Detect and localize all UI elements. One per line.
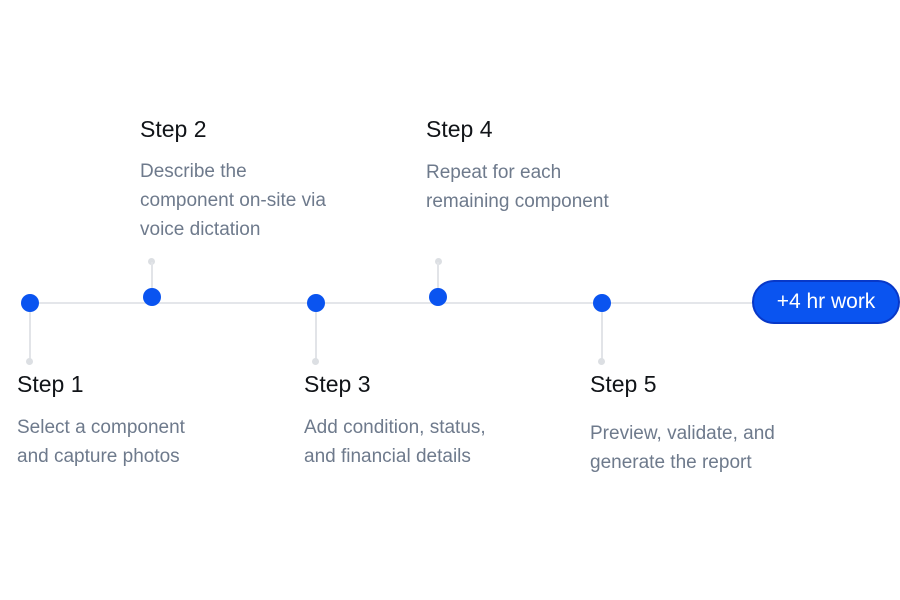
step-5-description: Preview, validate, and generate the repo… xyxy=(590,423,775,473)
step-5-node xyxy=(593,294,611,312)
step-3-node xyxy=(307,294,325,312)
step-5-connector xyxy=(601,310,603,362)
step-2-connector xyxy=(151,262,153,290)
step-4-description: Repeat for each remaining component xyxy=(426,162,609,212)
step-3-connector xyxy=(315,310,317,362)
step-3-description: Add condition, status, and financial det… xyxy=(304,417,486,467)
step-1-connector xyxy=(29,310,31,362)
step-2-description: Describe the component on-site via voice… xyxy=(140,161,326,240)
step-3-connector-end xyxy=(312,358,319,365)
timeline-line xyxy=(30,302,790,304)
step-2-title: Step 2 xyxy=(140,116,207,142)
step-1-title: Step 1 xyxy=(17,371,84,397)
step-4-title: Step 4 xyxy=(426,116,493,142)
step-4-connector-end xyxy=(435,258,442,265)
step-1-description: Select a component and capture photos xyxy=(17,417,185,467)
step-3-title: Step 3 xyxy=(304,371,371,397)
extra-work-badge: +4 hr work xyxy=(752,280,900,324)
step-4-connector xyxy=(437,262,439,290)
step-1-connector-end xyxy=(26,358,33,365)
step-5-connector-end xyxy=(598,358,605,365)
step-2-connector-end xyxy=(148,258,155,265)
step-5-title: Step 5 xyxy=(590,371,657,397)
step-2-node xyxy=(143,288,161,306)
step-4-node xyxy=(429,288,447,306)
step-1-node xyxy=(21,294,39,312)
